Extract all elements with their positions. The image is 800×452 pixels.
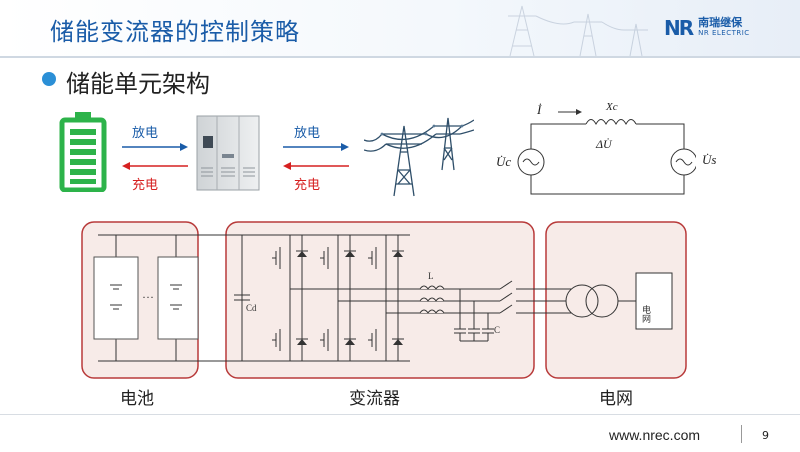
current-symbol: İ [536, 102, 542, 117]
logo-mark: NR [664, 16, 694, 40]
page-number: 9 [762, 429, 769, 442]
capacitor-dc-label: Cd [246, 303, 257, 313]
power-tower-watermark [508, 5, 648, 56]
slide-header: 储能变流器的控制策略 NR 南瑞继保 NR ELECTRIC [0, 0, 800, 56]
dots-label: ··· [142, 290, 154, 304]
charge-arrow-1 [122, 162, 188, 170]
section-subtitle: 储能单元架构 [66, 70, 210, 98]
grid-box-label: 电网 [641, 304, 651, 324]
grid-block-label: 电网 [599, 389, 633, 409]
reactance-symbol: Xc [605, 101, 618, 113]
transmission-tower-image [364, 117, 474, 197]
logo-name-en: NR ELECTRIC [698, 29, 750, 37]
converter-cabinet-image [196, 115, 260, 191]
slide-title: 储能变流器的控制策略 [50, 18, 300, 46]
footer-separator [741, 425, 742, 443]
capacitor-ac-label: C [494, 325, 500, 335]
source-left-symbol: U̇c [496, 154, 511, 169]
grid-block [545, 221, 687, 379]
logo-text: 南瑞继保 NR ELECTRIC [698, 17, 750, 39]
discharge-label-1: 放电 [132, 126, 159, 141]
battery-icon [59, 112, 107, 192]
discharge-arrow-2 [283, 143, 349, 151]
circuit-schematic: ··· Cd L C 电网 [81, 221, 687, 379]
equivalent-circuit-diagram: İ Xc ΔU̇ U̇c U̇s [496, 101, 696, 195]
logo-name-cn: 南瑞继保 [698, 16, 743, 29]
discharge-label-2: 放电 [294, 126, 321, 141]
source-right-label: U̇s [702, 152, 717, 167]
converter-block-label: 变流器 [349, 389, 400, 409]
footer-divider [0, 414, 800, 415]
battery-block-label: 电池 [120, 389, 154, 409]
charge-label-1: 充电 [132, 178, 159, 193]
voltage-drop-symbol: ΔU̇ [595, 137, 613, 151]
charge-arrow-2 [283, 162, 349, 170]
converter-block [225, 221, 535, 379]
company-logo: NR 南瑞继保 NR ELECTRIC [664, 16, 750, 40]
charge-label-2: 充电 [294, 178, 321, 193]
bullet-dot [42, 72, 56, 86]
header-divider [0, 56, 800, 58]
inductor-label: L [428, 271, 434, 281]
discharge-arrow-1 [122, 143, 188, 151]
footer-url[interactable]: www.nrec.com [609, 427, 701, 443]
